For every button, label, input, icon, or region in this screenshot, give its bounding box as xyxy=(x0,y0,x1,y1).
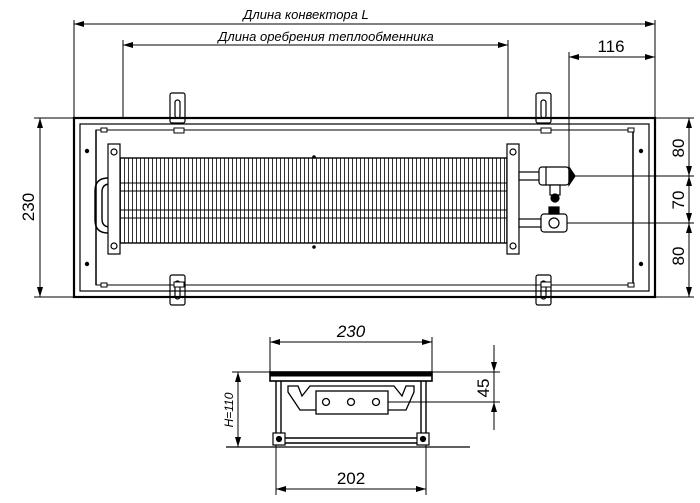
section-height-dimension xyxy=(232,371,270,448)
height-dimension xyxy=(34,117,74,298)
decorative-grille xyxy=(269,371,433,382)
section-bottom-width-label: 202 xyxy=(337,469,365,488)
dim-70: 70 xyxy=(669,191,688,210)
heat-exchanger-side-plates xyxy=(107,143,520,255)
dim-80-bottom: 80 xyxy=(669,247,688,266)
leveling-feet xyxy=(272,432,430,446)
top-view: Длина конвектора L Длина оребрения тепло… xyxy=(19,7,694,306)
frame-clips xyxy=(100,127,635,288)
section-top-width-label: 230 xyxy=(336,322,366,341)
u-bend-pipe xyxy=(94,177,120,234)
heat-exchanger xyxy=(119,157,508,244)
section-height-label: H=110 xyxy=(222,392,236,427)
convector-length-dimension xyxy=(73,20,656,118)
thermostatic-valve xyxy=(538,165,576,203)
connection-pipes xyxy=(518,171,542,228)
section-top-width-dimension xyxy=(269,337,433,372)
section-bottom-width-dimension xyxy=(275,445,427,495)
trough-body xyxy=(275,381,427,444)
inlet-height-dimension xyxy=(388,345,500,430)
fin-length-dimension xyxy=(122,40,509,118)
convector-body xyxy=(72,116,657,299)
right-vertical-dimensions xyxy=(567,117,694,298)
dim-80-top: 80 xyxy=(669,139,688,158)
shut-off-valve xyxy=(540,206,568,233)
section-view: 230 xyxy=(222,322,500,495)
height-dimension-label: 230 xyxy=(19,193,38,221)
inlet-height-label: 45 xyxy=(474,379,493,398)
heat-exchanger-section xyxy=(287,385,415,415)
offset-dimension xyxy=(568,52,655,178)
fin-length-label: Длина оребрения теплообменника xyxy=(216,29,433,44)
offset-dimension-label: 116 xyxy=(597,37,624,56)
convector-length-label: Длина конвектора L xyxy=(241,7,368,22)
